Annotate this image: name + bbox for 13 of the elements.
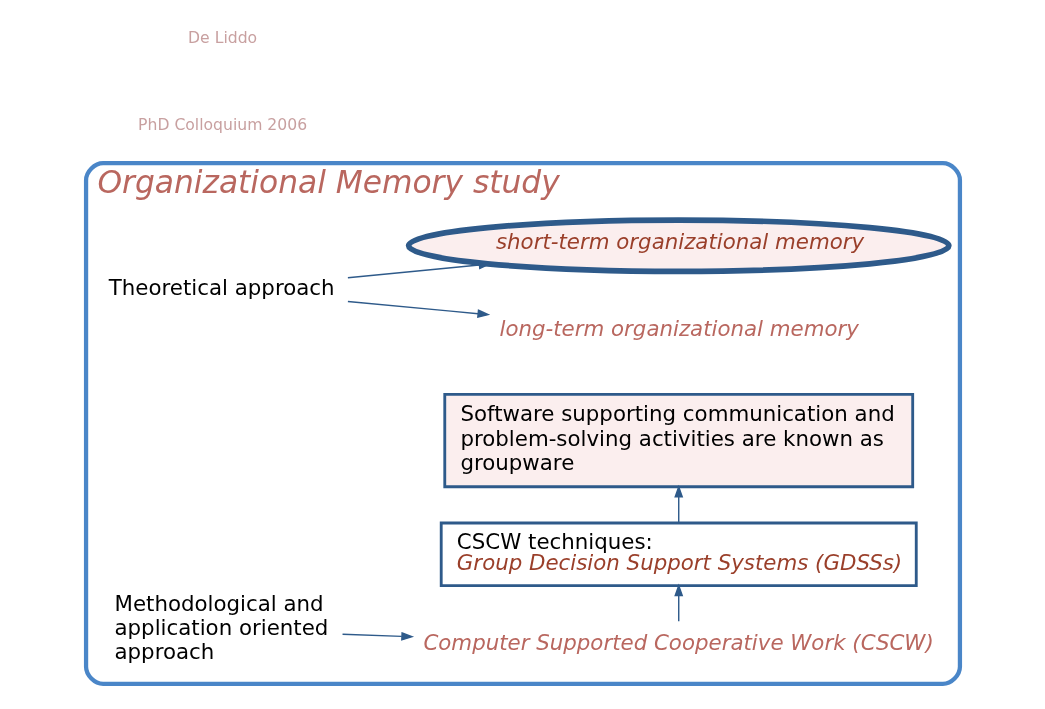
node-box: CSCW techniques: Group Decision Support Systems (GDSSs) [439,521,918,588]
node-ellipse: short-term organizational memory [405,217,952,275]
arrow [346,300,490,319]
arrow [341,631,414,641]
node-text: long-term organizational memory [499,316,859,342]
arrow [673,583,683,622]
label: PhD Colloquium 2006 [137,115,307,135]
node-text: Computer Supported Cooperative Work (CSCW) [422,630,934,656]
arrow [673,484,683,524]
node-box: Software supporting communication and problem-solving activities are known as groupware [442,392,914,489]
node-text: Theoretical approach [108,274,335,300]
node-text: Methodological and application oriented approach [114,590,328,664]
label: De Liddo [187,28,257,48]
